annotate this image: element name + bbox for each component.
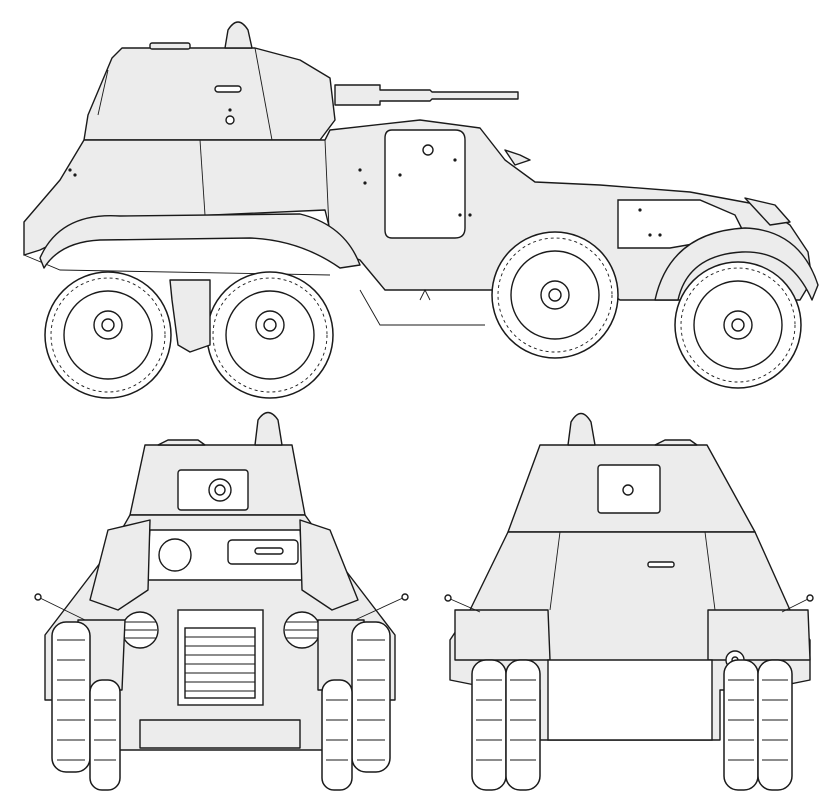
rear-tire-right — [723, 659, 793, 791]
front-grille-slats — [184, 627, 256, 699]
front-headlight-right — [283, 611, 321, 649]
side-wheel-rear-2 — [206, 271, 334, 399]
side-view — [23, 21, 819, 399]
side-door — [384, 129, 466, 239]
side-wheel-middle — [491, 231, 619, 359]
side-front-fender — [654, 227, 819, 301]
rear-tire-left — [471, 659, 541, 791]
front-headlight-left — [121, 611, 159, 649]
front-tire-right — [321, 621, 391, 791]
side-turret-hatch — [149, 42, 191, 50]
side-rear-fender — [39, 213, 361, 269]
side-turret-cupola — [224, 21, 253, 49]
side-wheel-rear-1 — [44, 271, 172, 399]
side-turret — [83, 47, 336, 141]
side-bogie — [169, 279, 211, 353]
side-main-gun — [334, 84, 519, 106]
rear-view — [444, 412, 814, 791]
front-tire-left — [51, 621, 121, 791]
side-rivets — [68, 108, 662, 237]
front-view — [34, 411, 409, 791]
side-wheel-front — [674, 261, 802, 389]
